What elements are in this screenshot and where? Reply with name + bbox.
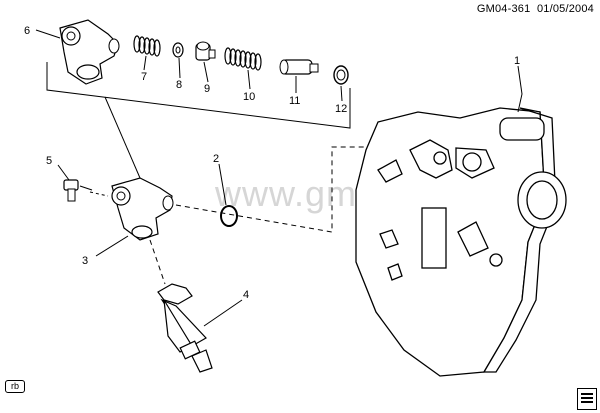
callout-7: 7 xyxy=(141,71,147,83)
valve-body-3-part xyxy=(111,177,174,241)
spring-10-part xyxy=(224,47,262,71)
assembly-dash-line xyxy=(175,146,368,233)
diagram-date: 01/05/2004 xyxy=(536,3,594,15)
callout-4: 4 xyxy=(243,289,249,301)
solenoid-4-part xyxy=(157,283,213,373)
detail-bracket xyxy=(46,62,351,129)
seal-12-part xyxy=(333,65,349,85)
callout-9: 9 xyxy=(204,83,210,95)
plunger-11-part xyxy=(279,59,319,75)
callout-10: 10 xyxy=(243,91,255,103)
corner-logo-icon xyxy=(577,388,597,410)
callout-12: 12 xyxy=(335,103,347,115)
diagram-code: GM04-361 xyxy=(476,3,531,15)
callout-1: 1 xyxy=(514,55,520,67)
callout-2: 2 xyxy=(213,153,219,165)
valve-body-detail-part xyxy=(59,19,120,85)
bolt-dash-line xyxy=(89,191,109,197)
rb-badge: rb xyxy=(5,380,25,393)
bolt-5-part xyxy=(63,179,93,202)
callout-6: 6 xyxy=(24,25,30,37)
housing-1-part xyxy=(355,107,567,377)
spring-7-part xyxy=(133,35,161,57)
bracket-leader xyxy=(104,96,141,179)
callout-3: 3 xyxy=(82,255,88,267)
callout-leaders xyxy=(35,29,523,327)
o-ring-2-part xyxy=(220,205,238,227)
diagram-header: GM04-361 01/05/2004 xyxy=(477,3,594,15)
callout-5: 5 xyxy=(46,155,52,167)
solenoid-dash-line xyxy=(149,239,166,285)
washer-8-part xyxy=(172,42,184,58)
callout-11: 11 xyxy=(289,95,300,107)
valve-9-part xyxy=(195,41,216,61)
callout-8: 8 xyxy=(176,79,182,91)
